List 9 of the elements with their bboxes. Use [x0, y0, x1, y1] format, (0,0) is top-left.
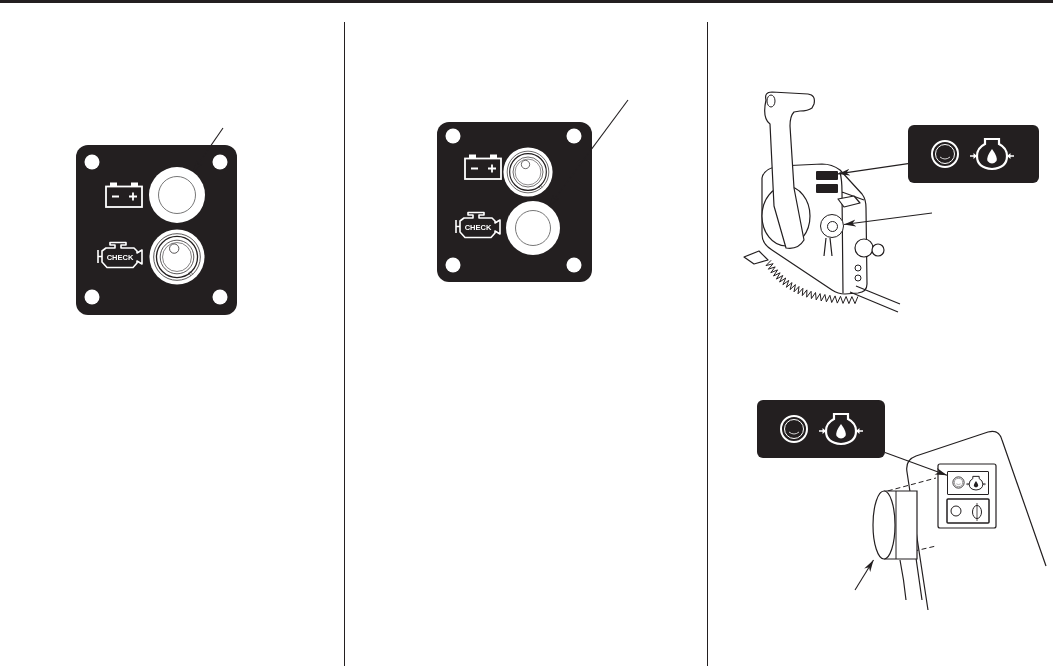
indicator-window: [816, 171, 838, 180]
leader-arrow: [884, 451, 948, 476]
inset-panel: [757, 400, 885, 458]
tiller-grip: [872, 490, 918, 560]
inset-panel: [908, 125, 1039, 183]
leader-arrow: [837, 163, 909, 176]
leader-arrow: [854, 559, 875, 591]
indicator-window: [947, 471, 989, 495]
leader-arrow: [843, 212, 933, 227]
